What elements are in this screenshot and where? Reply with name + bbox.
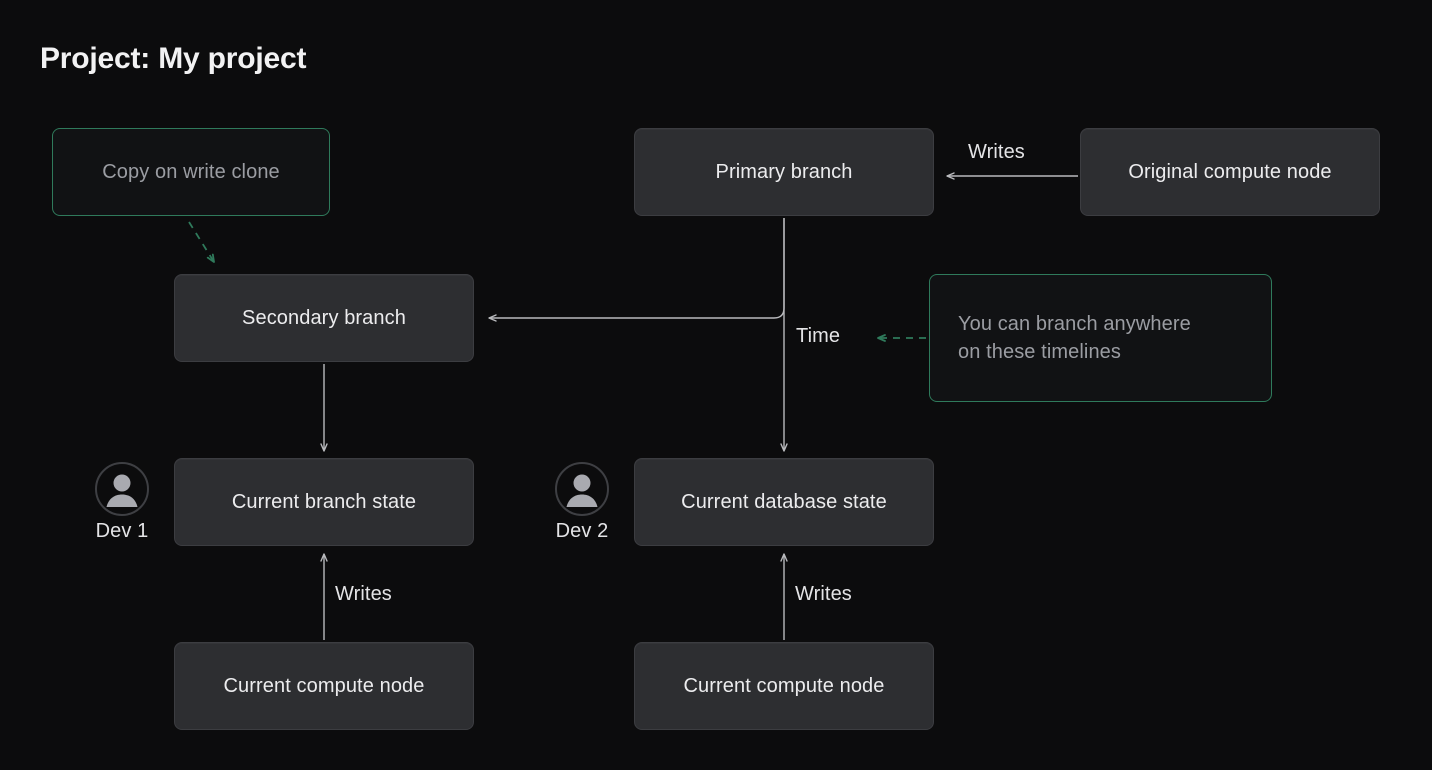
callout-branch-anywhere: You can branch anywhere on these timelin…: [929, 274, 1272, 402]
node-label: Current branch state: [231, 491, 417, 513]
edge-label-writes-top: Writes: [968, 141, 1025, 163]
dev-label: Dev 2: [555, 520, 609, 542]
edge-label-time: Time: [796, 325, 841, 347]
node-label: Current compute node: [223, 675, 425, 697]
dev-2: Dev 2: [544, 462, 620, 543]
node-current-branch-state[interactable]: Current branch state: [174, 458, 474, 546]
callout-text: You can branch anywhere on these timelin…: [958, 310, 1191, 367]
node-label: Current compute node: [683, 675, 885, 697]
callout-line-1: You can branch anywhere: [958, 312, 1191, 335]
user-avatar-icon: [95, 462, 149, 516]
node-original-compute-node[interactable]: Original compute node: [1080, 128, 1380, 216]
node-label: Secondary branch: [242, 307, 406, 329]
user-avatar-icon: [555, 462, 609, 516]
page-title: Project: My project: [40, 42, 307, 75]
node-label: Copy on write clone: [102, 161, 280, 183]
dev-1: Dev 1: [84, 462, 160, 543]
node-current-compute-node-right[interactable]: Current compute node: [634, 642, 934, 730]
node-label: Original compute node: [1128, 161, 1332, 183]
node-copy-on-write-clone[interactable]: Copy on write clone: [52, 128, 330, 216]
node-primary-branch[interactable]: Primary branch: [634, 128, 934, 216]
node-current-database-state[interactable]: Current database state: [634, 458, 934, 546]
node-current-compute-node-left[interactable]: Current compute node: [174, 642, 474, 730]
edge-label-writes-left: Writes: [335, 583, 392, 605]
edge-cow-to-secondary-dashed: [188, 221, 215, 263]
node-secondary-branch[interactable]: Secondary branch: [174, 274, 474, 362]
edge-primary-to-secondary: [488, 218, 785, 322]
node-label: Current database state: [681, 491, 887, 513]
dev-label: Dev 1: [95, 520, 149, 542]
node-label: Primary branch: [715, 161, 853, 183]
callout-line-2: on these timelines: [958, 341, 1122, 363]
edge-label-writes-right: Writes: [795, 583, 852, 605]
